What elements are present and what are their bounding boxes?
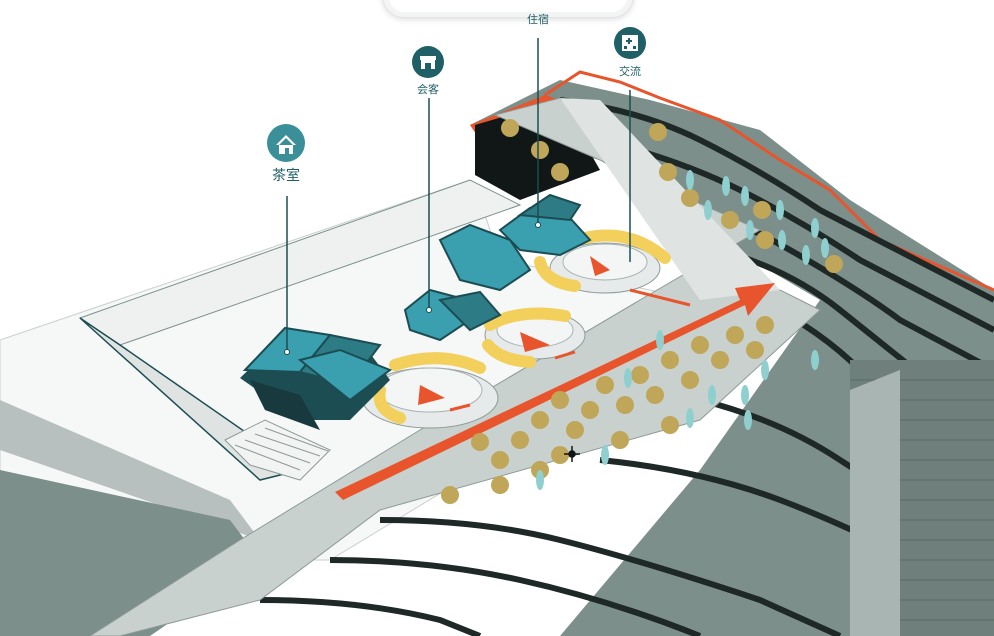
main-path-arrow <box>335 283 775 500</box>
marker-tea[interactable] <box>267 124 305 162</box>
marker-meet[interactable] <box>412 46 444 78</box>
leader-lines <box>286 38 631 352</box>
leader-dot-tea <box>284 349 290 355</box>
top-panel-inner <box>389 0 627 12</box>
crosshair-cursor-icon <box>564 446 580 462</box>
circulation-swirls <box>373 229 671 424</box>
lattice-structure <box>224 419 331 481</box>
ramp-top <box>560 98 780 300</box>
leader-dot-stay <box>535 222 541 228</box>
dash-marks <box>449 288 691 412</box>
trees <box>441 119 843 504</box>
grey-band-left <box>0 400 260 540</box>
top-panel <box>382 0 634 18</box>
hospital-icon <box>622 35 638 51</box>
marker-exchange[interactable] <box>614 27 646 59</box>
shop-icon <box>420 56 436 69</box>
courtyard-arrows <box>418 256 610 405</box>
label-exchange: 交流 <box>619 65 641 78</box>
house-icon <box>276 135 296 154</box>
buildings <box>240 193 592 430</box>
label-tea: 茶室 <box>272 168 300 184</box>
label-stay: 住宿 <box>527 13 549 26</box>
leader-dot-meet <box>426 307 432 313</box>
label-meet: 会客 <box>417 83 439 96</box>
